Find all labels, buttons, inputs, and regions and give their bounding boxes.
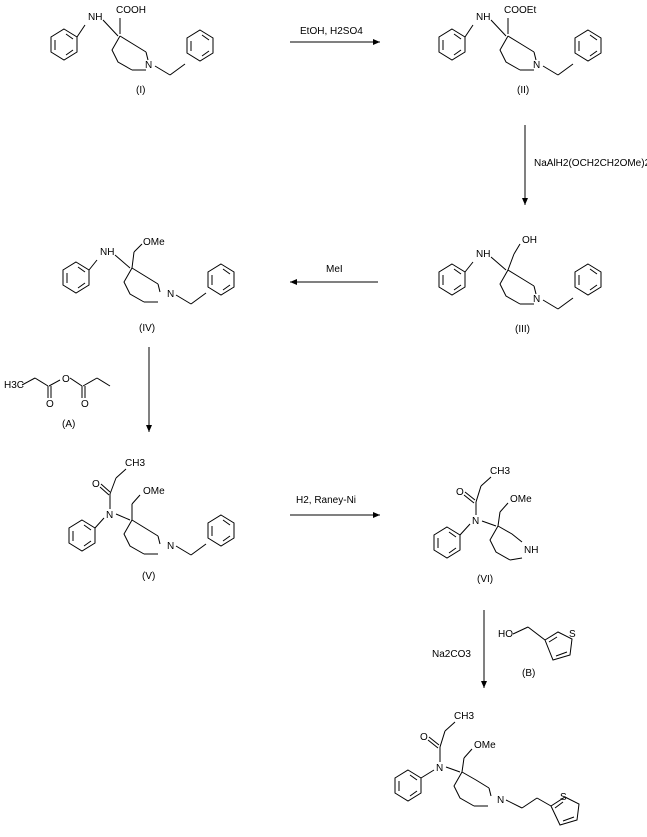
n-label: N [436, 763, 443, 774]
phenyl-ring [438, 263, 466, 296]
ch3-label: CH3 [125, 458, 145, 469]
s-label: S [560, 792, 567, 803]
thiophene-ring [544, 631, 573, 661]
ring-nh-label: NH [524, 545, 538, 556]
s-label: S [569, 629, 576, 640]
piperidine-ring [453, 771, 492, 807]
o1-label: O [46, 399, 54, 410]
reagent-a-structure: H3C O O O (A) [4, 374, 111, 430]
phenyl-ring [433, 526, 461, 559]
phenyl-ring [438, 28, 466, 61]
o-label: O [456, 487, 464, 498]
h3c-label: H3C [4, 380, 24, 391]
step-1: EtOH, H2SO4 [290, 26, 380, 45]
compound-iii: NH OH N (III) [438, 235, 602, 335]
reagent-label: (B) [522, 668, 535, 679]
nh-label: NH [88, 12, 102, 23]
n-label: N [106, 510, 113, 521]
cooh-label: COOH [116, 5, 146, 16]
phenyl-ring [394, 769, 422, 802]
compound-vi: CH3 O N OMe NH (VI) [433, 466, 538, 585]
nh-label: NH [476, 12, 490, 23]
ome-label: OMe [143, 237, 165, 248]
nh-label: NH [476, 249, 490, 260]
piperidine-ring [499, 269, 537, 305]
benzyl-ring [186, 29, 214, 62]
ho-label: HO [498, 629, 513, 640]
ome-label: OMe [474, 740, 496, 751]
piperidine-ring [499, 35, 537, 71]
ome-label: OMe [510, 494, 532, 505]
o2-label: O [81, 399, 89, 410]
step-2: NaAlH2(OCH2CH2OMe)2 [522, 125, 647, 205]
step-6: Na2CO3 [432, 610, 487, 688]
compound-label: (VI) [477, 574, 493, 585]
compound-i: NH COOH N (I) [50, 5, 214, 96]
compound-label: (II) [517, 85, 529, 96]
ring-n-label: N [533, 60, 540, 71]
o-label: O [420, 732, 428, 743]
piperidine-ring [111, 35, 149, 71]
reagent-b-structure: HO S (B) [498, 626, 576, 679]
compound-label: (V) [142, 571, 155, 582]
ring-n-label: N [497, 795, 504, 806]
step-5: H2, Raney-Ni [290, 495, 380, 518]
compound-ii: NH COOEt N (II) [438, 5, 602, 96]
n-label: N [472, 516, 479, 527]
compound-label: (IV) [139, 323, 155, 334]
final-product: CH3 O N OMe N [394, 711, 580, 826]
reagent-label: MeI [326, 264, 343, 275]
benzyl-ring [574, 29, 602, 62]
ring-n-label: N [533, 294, 540, 305]
benzyl-ring [207, 263, 235, 296]
ch3-label: CH3 [490, 466, 510, 477]
benzyl-ring [574, 263, 602, 296]
cooet-label: COOEt [504, 5, 536, 16]
ome-label: OMe [143, 486, 165, 497]
compound-label: (I) [136, 85, 145, 96]
thiophene-ring [550, 796, 580, 826]
benzyl-ring [207, 514, 235, 547]
piperidine-ring [123, 519, 161, 555]
ring-n-label: N [145, 60, 152, 71]
ring-n-label: N [167, 541, 174, 552]
o-bridge-label: O [62, 374, 70, 385]
compound-v: CH3 O N OMe N [68, 458, 235, 582]
ring-n-label: N [167, 289, 174, 300]
compound-label: (III) [515, 324, 530, 335]
phenyl-ring [62, 261, 90, 294]
compound-iv: NH OMe N (IV) [62, 237, 235, 334]
piperidine-ring [123, 267, 161, 303]
step-3: MeI [290, 264, 378, 285]
piperidine-ring [489, 525, 523, 561]
reagent-label: (A) [62, 419, 75, 430]
oh-label: OH [522, 235, 537, 246]
reagent-label: H2, Raney-Ni [296, 495, 356, 506]
reagent-label: Na2CO3 [432, 649, 471, 660]
phenyl-ring [68, 519, 96, 552]
reagent-label: NaAlH2(OCH2CH2OMe)2 [534, 158, 647, 169]
reagent-label: EtOH, H2SO4 [300, 26, 363, 37]
o-label: O [92, 479, 100, 490]
ch3-label: CH3 [454, 711, 474, 722]
phenyl-ring [50, 28, 78, 61]
nh-label: NH [100, 247, 114, 258]
